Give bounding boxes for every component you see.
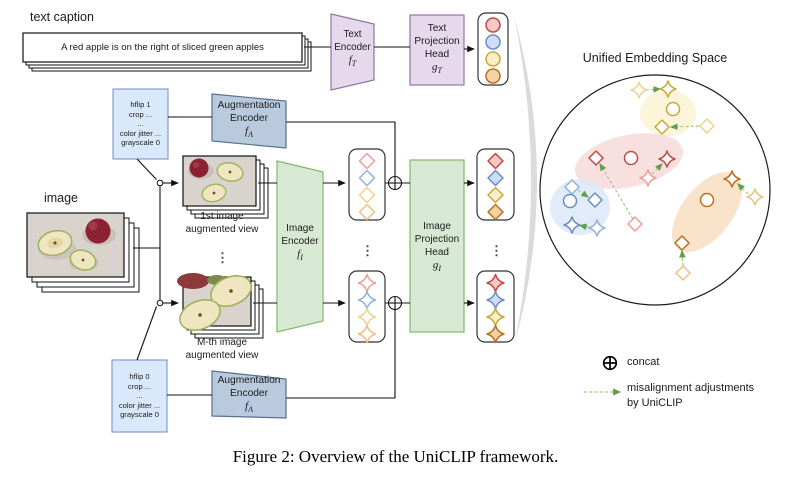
funnel-chevron [514,16,537,346]
text-embeddings-orange-circle [485,68,501,84]
flow-lines [133,45,475,399]
text-embeddings-red-circle [485,17,501,33]
stack-image-embeddings-m [348,270,386,344]
embedding-blue-sparkle-light [588,219,606,237]
view1-stack [182,155,269,219]
image-encoder-label: Image Encoder fI [281,223,319,263]
aug-encoder-top-shape [211,93,287,149]
embedding-blue-circle-main [562,193,578,209]
aug-encoder-top-label: Augmentation Encoder fA [217,99,281,140]
misalignment-arrow-3 [651,163,663,175]
post-stack-ellipsis: ⋮ [490,243,503,258]
caption-sentence: A red apple is on the right of sliced gr… [61,42,264,53]
concat-symbol-bottom [387,295,403,311]
photo-view1 [182,155,257,207]
image-projection-shape [409,159,465,333]
misalignment-arrow-1 [669,123,700,131]
misalignment-arrow-4 [577,189,589,198]
embedding-blue-diamond-light [564,179,580,195]
embedding-yellow-circle-main [665,101,681,117]
embedding-blue-sparkle-main [563,216,581,234]
output-stacks [348,12,515,344]
embedding-orange-diamond-main [674,235,690,251]
embedding-yellow-sparkle-main [659,80,677,98]
image-embeddings-1-red-diamond [358,152,376,170]
proj-embeddings-1-red-diamond [487,152,504,170]
embedding-red-sparkle-light [639,169,657,187]
text-embeddings-blue-circle [485,34,501,50]
proj-embeddings-1-orange-diamond [487,203,504,221]
embedding-yellow-sparkle-light [630,81,648,99]
embedding-orange-sparkle-main [723,170,741,188]
stack-text-embeddings [477,12,509,86]
aug-encoder-bottom-shape [211,370,287,419]
aug-encoder-bottom-label: Augmentation Encoder fA [217,374,281,415]
text-caption-group-label: text caption [30,10,94,24]
cluster-ellipse-orange [671,171,743,253]
embedding-yellow-diamond-main [654,119,670,135]
misalignment-arrow-5 [578,223,591,231]
embedding-orange-sparkle-light [746,188,764,206]
text-caption-stack [22,32,312,72]
image-group-label: image [43,191,79,205]
misalignment-arrow-2 [599,162,634,220]
proj-embeddings-1-yellow-diamond [487,186,504,204]
pre-stack-ellipsis: ⋮ [361,243,374,258]
embedding-orange-diamond-light [675,265,691,281]
concat-symbol-top [387,175,403,191]
image-embeddings-1-orange-diamond [358,203,376,221]
image-embeddings-1-yellow-diamond [358,186,376,204]
aug-params-bottom: hflip 0 crop ... ... color jitter ... gr… [118,372,161,420]
embedding-adjustment-arrows [577,86,749,267]
misalignment-arrow-0 [645,86,662,93]
photo-viewm [177,273,252,331]
proj-embeddings-m-orange-sparkle [486,324,505,344]
photo-original [26,212,125,278]
view1-label: 1st image augmented view [185,211,259,235]
legend-misalignment-label: misalignment adjustments by UniCLIP [627,382,755,409]
viewm-stack [177,273,264,339]
image-embeddings-m-orange-sparkle [357,324,377,344]
embedding-red-circle-main [623,150,639,166]
legend-concat-icon [602,355,618,371]
legend-concat-label: concat [627,356,660,368]
embedding-orange-circle-main [699,192,715,208]
junction-dot-top [156,179,164,187]
embedding-space-title: Unified Embedding Space [582,51,728,65]
proj-embeddings-1-blue-diamond [487,169,504,187]
image-projection-label: Image Projection Head gI [414,221,460,274]
text-encoder-label: Text Encoder fT [334,28,371,69]
stack-proj-embeddings-1 [476,148,515,221]
embedding-red-diamond-light [627,216,643,232]
embedding-red-sparkle-main [658,150,676,168]
stack-image-embeddings-1 [348,148,386,221]
text-embeddings-yellow-circle [485,51,501,67]
misalignment-arrow-6 [737,183,749,195]
aug-params-top: hflip 1 crop ... ... color jitter ... gr… [119,100,162,148]
embedding-blue-diamond-main [587,192,603,208]
misalignment-arrow-7 [679,249,686,267]
image-encoder-shape [276,160,324,333]
junction-dot-bottom [156,299,164,307]
image-embeddings-1-blue-diamond [358,169,376,187]
viewm-label: M-th image augmented view [185,337,259,361]
embedding-yellow-diamond-light [699,118,715,134]
text-projection-label: Text Projection Head gT [414,23,460,76]
text-projection-shape [409,14,465,86]
views-ellipsis: ⋮ [216,250,229,265]
text-encoder-shape [330,13,375,91]
embedding-space-circle [539,74,771,306]
aug-params-bottom-shape [111,359,168,433]
stack-proj-embeddings-m [476,270,515,344]
embedding-markers [562,80,764,281]
embedding-red-diamond-main [588,150,604,166]
figure-caption: Figure 2: Overview of the UniCLIP framew… [232,447,559,466]
image-stack [26,212,140,293]
aug-params-top-shape [112,88,169,160]
